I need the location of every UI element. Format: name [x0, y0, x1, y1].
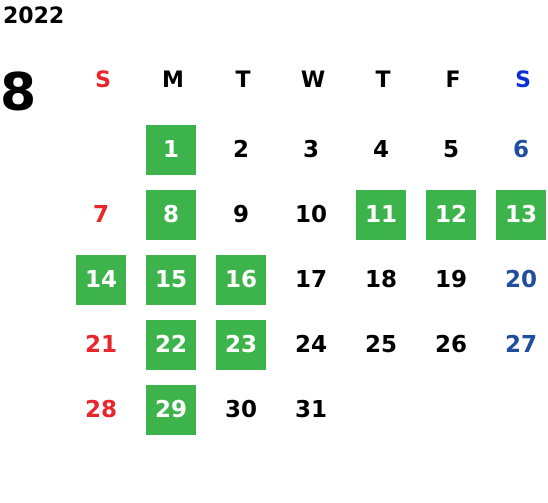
- weekday-header-tue: T: [235, 68, 251, 93]
- day-cell-22[interactable]: 22: [146, 320, 196, 370]
- day-cell-25[interactable]: 25: [364, 332, 397, 358]
- day-cell-14[interactable]: 14: [76, 255, 126, 305]
- day-cell-11[interactable]: 11: [356, 190, 406, 240]
- day-cell-23[interactable]: 23: [216, 320, 266, 370]
- day-cell-31[interactable]: 31: [294, 397, 327, 423]
- day-cell-17[interactable]: 17: [294, 267, 327, 293]
- day-cell-21[interactable]: 21: [84, 332, 117, 358]
- day-cell-4[interactable]: 4: [372, 137, 389, 163]
- weekday-header-thu: T: [375, 68, 391, 93]
- day-cell-19[interactable]: 19: [434, 267, 467, 293]
- day-cell-8[interactable]: 8: [146, 190, 196, 240]
- day-cell-2[interactable]: 2: [232, 137, 249, 163]
- day-cell-29[interactable]: 29: [146, 385, 196, 435]
- day-cell-20[interactable]: 20: [504, 267, 537, 293]
- weekday-header-wed: W: [300, 68, 326, 93]
- day-cell-5[interactable]: 5: [442, 137, 459, 163]
- day-cell-6[interactable]: 6: [512, 137, 529, 163]
- day-cell-1[interactable]: 1: [146, 125, 196, 175]
- day-cell-12[interactable]: 12: [426, 190, 476, 240]
- weekday-header-sat: S: [515, 68, 531, 93]
- day-cell-9[interactable]: 9: [232, 202, 249, 228]
- month-label: 8: [0, 63, 37, 123]
- day-cell-3[interactable]: 3: [302, 137, 319, 163]
- day-cell-24[interactable]: 24: [294, 332, 327, 358]
- day-cell-28[interactable]: 28: [84, 397, 117, 423]
- day-cell-7[interactable]: 7: [92, 202, 109, 228]
- day-cell-13[interactable]: 13: [496, 190, 546, 240]
- day-cell-15[interactable]: 15: [146, 255, 196, 305]
- day-cell-30[interactable]: 30: [224, 397, 257, 423]
- day-cell-16[interactable]: 16: [216, 255, 266, 305]
- weekday-header-fri: F: [445, 68, 461, 93]
- weekday-header-sun: S: [95, 68, 111, 93]
- day-cell-10[interactable]: 10: [294, 202, 327, 228]
- year-label: 2022: [3, 4, 65, 29]
- day-cell-27[interactable]: 27: [504, 332, 537, 358]
- weekday-header-mon: M: [162, 68, 184, 93]
- day-cell-26[interactable]: 26: [434, 332, 467, 358]
- day-cell-18[interactable]: 18: [364, 267, 397, 293]
